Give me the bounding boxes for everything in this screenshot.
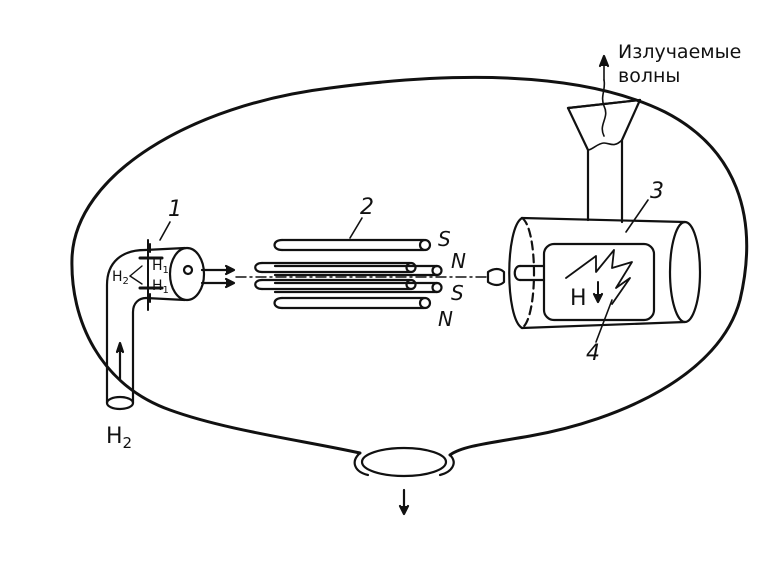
label-h2-inside: H2 xyxy=(112,269,129,287)
magnet-pole-3: S xyxy=(451,281,464,305)
label-h2-inlet: H2 xyxy=(106,424,132,452)
magnet-rod xyxy=(273,296,432,310)
magnet-rod xyxy=(254,261,417,274)
magnet-rod xyxy=(273,281,443,294)
vacuum-envelope xyxy=(70,75,749,457)
label-magnets-number: 2 xyxy=(360,195,374,220)
caption-line-1: Излучаемые xyxy=(618,41,741,63)
bulb-entrance xyxy=(486,267,506,287)
hydrogen-source xyxy=(129,239,236,311)
resonator-cavity xyxy=(508,199,702,343)
magnet-pole-4: N xyxy=(438,307,453,331)
hydrogen-inlet-tube xyxy=(105,248,148,411)
caption-line-2: волны xyxy=(618,65,680,87)
magnet-pole-2: N xyxy=(451,249,466,273)
label-field-h: H xyxy=(570,286,587,311)
label-h1-top: H1 xyxy=(152,258,169,276)
magnet-rod xyxy=(273,238,432,252)
magnet-pole-1: S xyxy=(438,227,451,251)
waveguide-horn xyxy=(566,54,642,224)
label-field-number: 4 xyxy=(586,341,600,366)
label-resonator-number: 3 xyxy=(650,179,664,204)
label-source-number: 1 xyxy=(168,197,182,222)
magnet-rod xyxy=(273,264,443,277)
magnet-rod xyxy=(254,278,417,291)
label-h1-bottom: H1 xyxy=(152,278,169,296)
pump-port xyxy=(353,446,455,516)
focusing-magnets xyxy=(254,238,443,310)
